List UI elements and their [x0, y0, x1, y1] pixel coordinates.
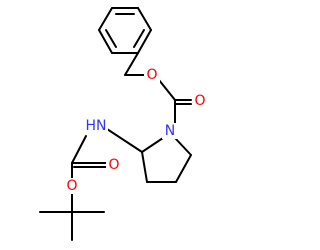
amine-linker — [103, 126, 143, 153]
ester-oxygen-label: O — [146, 67, 157, 83]
atom-label-O-carbonyl-top: O — [192, 93, 208, 109]
atom-label-NH: HN — [84, 118, 108, 134]
atom-label-N-ring: N — [162, 123, 178, 139]
atom-label-O-carbonyl-bottom: O — [106, 157, 122, 173]
benzene-ring — [98, 7, 152, 54]
top-carbonyl — [174, 99, 192, 125]
boc-oxygen-label: O — [66, 178, 77, 194]
bottom-carbonyl-oxygen-label: O — [108, 157, 119, 173]
ring-nitrogen-label: N — [165, 123, 175, 139]
atom-label-O-boc: O — [64, 178, 80, 194]
benzyl-linker — [124, 52, 176, 101]
pyrrolidine-ring — [141, 137, 192, 183]
top-carbonyl-oxygen-label: O — [194, 93, 205, 109]
amide-nh-label: HN — [86, 118, 107, 134]
boc-group — [39, 135, 107, 241]
chemical-structure: N O O HN O O — [39, 7, 208, 241]
atom-label-O-ester: O — [144, 67, 160, 83]
